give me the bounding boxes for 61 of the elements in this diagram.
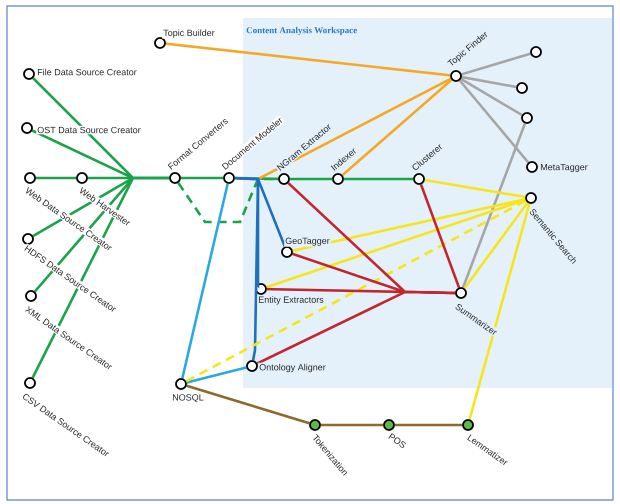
metro-line [166, 42, 450, 77]
station-circle [450, 70, 462, 82]
station-circle [455, 287, 467, 299]
station-circle [246, 360, 258, 372]
metro-line [461, 52, 531, 76]
station-circle [169, 172, 181, 184]
station-label: Topic Builder [162, 28, 216, 39]
station-circle [462, 419, 474, 431]
metro-line [186, 366, 247, 384]
station-label: NOSQL [171, 393, 205, 404]
metro-line [180, 176, 224, 180]
station-circle [526, 161, 538, 173]
station-label: Entity Extractors [257, 295, 325, 306]
metro-line [458, 80, 530, 164]
station-circle [24, 172, 36, 184]
metro-line [394, 424, 462, 426]
station-circle [530, 46, 542, 58]
station-label: POS [386, 431, 408, 450]
station-circle [383, 419, 395, 431]
metro-line [420, 184, 460, 288]
metro-line [256, 290, 456, 365]
metro-line [460, 78, 523, 116]
station-circle [24, 377, 36, 389]
station-circle [525, 192, 537, 204]
station-circle [25, 290, 37, 302]
station-circle [516, 82, 528, 94]
station-circle [22, 233, 34, 245]
metro-line [462, 123, 526, 288]
station-circle [23, 68, 35, 80]
metro-line [181, 183, 229, 379]
station-circle [278, 173, 290, 185]
station-label: Ontology Aligner [258, 362, 327, 374]
metro-line [463, 202, 529, 290]
station-circle [521, 112, 533, 124]
metro-line [234, 176, 260, 360]
station-label: MetaTagger [539, 162, 589, 174]
station-circle [175, 378, 187, 390]
station-label: GeoTagger [284, 236, 331, 247]
metro-line [32, 176, 170, 378]
station-label: OST Data Source Creator [36, 126, 142, 134]
metro-line [266, 198, 526, 288]
metro-line [290, 178, 332, 180]
station-circle [76, 172, 88, 184]
station-circle [281, 246, 293, 258]
station-circle [21, 122, 33, 134]
metro-line [36, 176, 76, 180]
metro-line [186, 200, 526, 382]
station-label: File Data Source Creator [36, 68, 138, 76]
metro-line [462, 76, 516, 88]
station-circle [309, 419, 321, 431]
metro-line [292, 198, 526, 252]
metro-line [186, 384, 310, 425]
station-circle [332, 173, 344, 185]
station-circle [154, 37, 166, 49]
station-circle [413, 173, 425, 185]
metro-line [344, 178, 414, 180]
metro-line [342, 78, 452, 176]
station-circle [223, 172, 235, 184]
metro-line [320, 424, 384, 426]
metro-line [424, 178, 526, 198]
metro-line [468, 203, 531, 420]
